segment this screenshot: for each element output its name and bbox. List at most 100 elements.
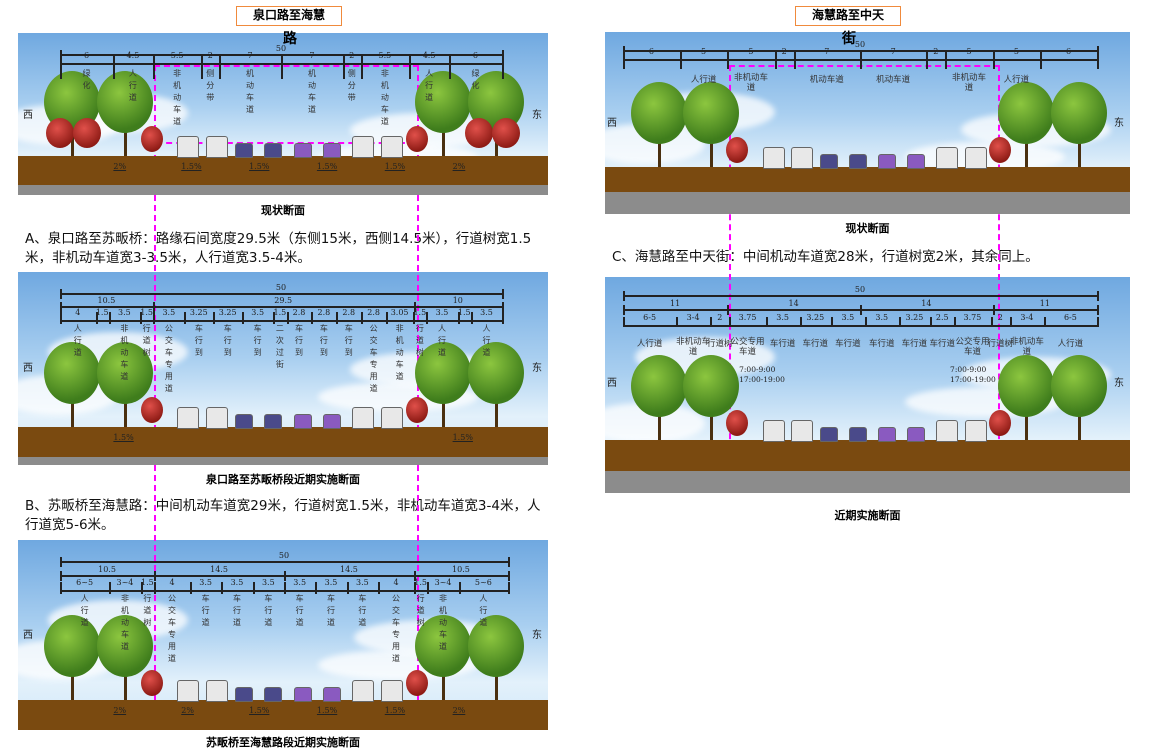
- car-icon: [906, 154, 925, 169]
- segment-tick: [284, 582, 286, 594]
- lane-label: 人行道: [437, 324, 447, 360]
- left-section-title-char: 路: [283, 31, 297, 47]
- bus-hours: 7:00-9:00: [950, 365, 987, 374]
- lane-label: 非机动车道: [172, 69, 182, 129]
- lane-label: 车行到: [294, 324, 304, 360]
- lane-label: 非机动车道: [380, 69, 390, 129]
- direction-west: 西: [607, 378, 617, 390]
- segment-width: 7: [824, 47, 830, 56]
- dimension-value: 11: [670, 299, 681, 308]
- segment-tick: [386, 312, 389, 324]
- red-shrub-icon: [726, 137, 749, 163]
- tree-icon: [468, 615, 524, 677]
- dimension-tick: [502, 302, 504, 312]
- segment-width: 3.25: [806, 313, 825, 322]
- tree-icon: [97, 71, 153, 133]
- caption-haihui-current: 现状断面: [845, 222, 890, 235]
- segment-width: 3-4: [686, 313, 700, 322]
- slope-label: 1.5%: [316, 162, 338, 171]
- car-icon: [381, 680, 404, 702]
- car-icon: [849, 427, 868, 442]
- dimension-value: 10: [452, 296, 463, 305]
- red-shrub-icon: [140, 126, 163, 152]
- segment-tick: [502, 55, 504, 79]
- tree-trunk: [124, 126, 127, 156]
- tree-trunk: [495, 397, 498, 427]
- lane-label: 人行道: [1057, 339, 1084, 349]
- segment-width: 3~4: [116, 578, 134, 587]
- tree-trunk: [1025, 137, 1028, 167]
- soil: [18, 427, 548, 457]
- slope-label: 1.5%: [249, 162, 270, 171]
- highlight-line-left-top: [156, 142, 415, 144]
- lane-label: 非机动车道: [676, 337, 711, 357]
- car-icon: [206, 407, 229, 429]
- dimension-tick: [508, 571, 510, 581]
- dimension-value: 10.5: [452, 565, 470, 574]
- segment-width: 3.5: [776, 313, 789, 322]
- car-icon: [293, 687, 312, 702]
- segment-tick: [860, 51, 862, 69]
- caption-sufan-haihui-plan: 苏畈桥至海慧路段近期实施断面: [206, 736, 360, 749]
- car-icon: [264, 687, 283, 702]
- segment-width: 5: [1013, 47, 1019, 56]
- segment-tick: [140, 582, 143, 594]
- dimension-line: [60, 306, 502, 308]
- direction-east: 东: [532, 109, 542, 121]
- segment-tick: [864, 317, 867, 327]
- lane-label: 车行道: [929, 339, 955, 349]
- segment-tick: [286, 312, 289, 324]
- tree-trunk: [1077, 410, 1081, 440]
- segment-width: 5: [701, 47, 707, 56]
- lane-label: 非机动车道: [120, 594, 130, 654]
- lane-label: 人行道: [128, 69, 138, 105]
- segment-width: 3.5: [841, 313, 855, 322]
- pavement-base: [605, 192, 1130, 214]
- lane-label: 车行到: [253, 324, 263, 360]
- tree-icon: [415, 342, 471, 404]
- segment-tick: [765, 317, 768, 327]
- segment-tick: [470, 312, 473, 324]
- description-A: A、泉口路至苏畈桥：路缘石间宽度29.5米（东侧15米，西侧14.5米），行道树…: [25, 231, 532, 266]
- tree-trunk: [710, 410, 713, 440]
- slope-label: 2%: [181, 706, 194, 715]
- segment-width: 3.5: [356, 578, 369, 587]
- red-shrub-icon: [46, 118, 75, 148]
- pavement-base: [18, 185, 548, 195]
- soil: [605, 167, 1130, 192]
- tree-icon: [998, 355, 1054, 417]
- tree-trunk: [124, 670, 127, 700]
- tree-icon: [683, 355, 739, 417]
- red-shrub-icon: [988, 137, 1011, 163]
- car-icon: [381, 407, 404, 429]
- lane-label: 侧分带: [205, 69, 215, 105]
- segment-width: 6-5: [1063, 313, 1077, 322]
- dimension-tick: [152, 302, 155, 312]
- lane-label: 车行到: [344, 324, 354, 360]
- direction-west: 西: [607, 117, 617, 129]
- segment-width: 4: [393, 578, 399, 587]
- dimension-value: 14.5: [210, 565, 228, 574]
- dimension-line: [623, 295, 1097, 297]
- segment-tick: [1097, 317, 1099, 327]
- car-icon: [820, 427, 839, 442]
- segment-tick: [1009, 317, 1012, 327]
- lane-label: 机动车道: [245, 69, 255, 117]
- segment-tick: [930, 317, 933, 327]
- tree-trunk: [1077, 137, 1081, 167]
- red-shrub-icon: [405, 126, 428, 152]
- red-shrub-icon: [140, 397, 163, 423]
- segment-width: 3.5: [293, 578, 307, 587]
- direction-east: 东: [1114, 117, 1124, 129]
- segment-width: 3.5: [324, 578, 338, 587]
- car-icon: [206, 680, 229, 702]
- dimension-tick: [727, 305, 730, 315]
- segment-tick: [139, 312, 142, 324]
- car-icon: [964, 420, 987, 442]
- segment-width: 4: [169, 578, 175, 587]
- segment-tick: [311, 312, 314, 324]
- segment-tick: [1043, 317, 1046, 327]
